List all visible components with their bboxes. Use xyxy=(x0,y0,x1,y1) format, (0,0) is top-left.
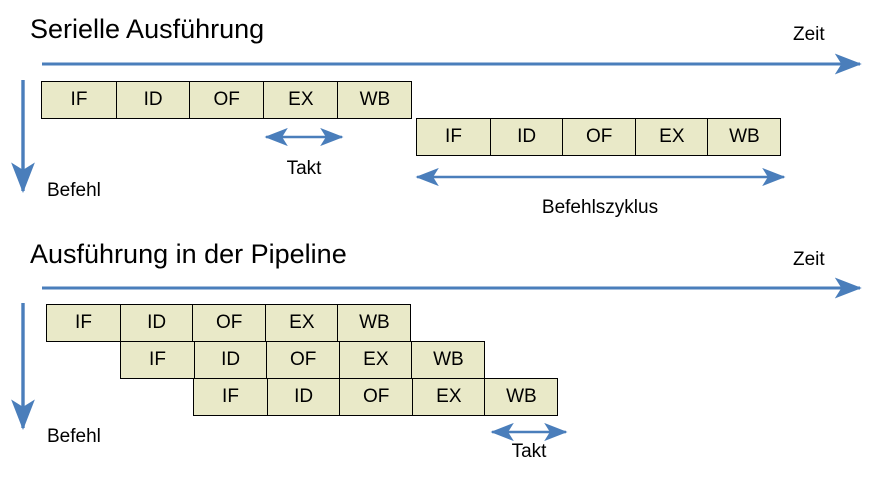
serial-takt-label: Takt xyxy=(286,158,322,179)
stage-cell[interactable]: ID xyxy=(266,378,341,416)
stage-cell[interactable]: WB xyxy=(337,304,412,342)
serial-instruction-row-1: IF ID OF EX WB xyxy=(41,81,413,119)
stage-cell[interactable]: OF xyxy=(339,378,414,416)
stage-cell[interactable]: OF xyxy=(266,341,341,379)
serial-befehlszyklus-label: Befehlszyklus xyxy=(541,197,659,218)
serial-time-axis-label: Zeit xyxy=(793,24,825,45)
stage-cell[interactable]: IF xyxy=(41,81,117,119)
stage-cell[interactable]: EX xyxy=(338,341,413,379)
serial-instruction-axis-label: Befehl xyxy=(47,180,101,201)
pipeline-instruction-row-3: IF ID OF EX WB xyxy=(193,378,559,416)
stage-cell[interactable]: IF xyxy=(120,341,195,379)
stage-cell[interactable]: EX xyxy=(634,118,709,156)
stage-cell[interactable]: ID xyxy=(119,304,194,342)
stage-cell[interactable]: OF xyxy=(562,118,637,156)
stage-cell[interactable]: ID xyxy=(115,81,191,119)
pipeline-instruction-axis-label: Befehl xyxy=(47,426,101,447)
stage-cell[interactable]: ID xyxy=(193,341,268,379)
stage-cell[interactable]: WB xyxy=(411,341,486,379)
stage-cell[interactable]: ID xyxy=(489,118,564,156)
stage-cell[interactable]: IF xyxy=(416,118,491,156)
stage-cell[interactable]: WB xyxy=(707,118,782,156)
stage-cell[interactable]: EX xyxy=(411,378,486,416)
stage-cell[interactable]: OF xyxy=(192,304,267,342)
stage-cell[interactable]: IF xyxy=(193,378,268,416)
pipeline-takt-label: Takt xyxy=(511,441,547,462)
stage-cell[interactable]: IF xyxy=(46,304,121,342)
pipeline-time-axis-label: Zeit xyxy=(793,249,825,270)
stage-cell[interactable]: EX xyxy=(262,81,339,119)
pipeline-instruction-row-2: IF ID OF EX WB xyxy=(120,341,486,379)
pipeline-instruction-row-1: IF ID OF EX WB xyxy=(46,304,412,342)
stage-cell[interactable]: WB xyxy=(484,378,559,416)
pipeline-section-title: Ausführung in der Pipeline xyxy=(30,239,347,269)
serial-instruction-row-2: IF ID OF EX WB xyxy=(416,118,782,156)
serial-section-title: Serielle Ausführung xyxy=(30,14,265,44)
stage-cell[interactable]: EX xyxy=(264,304,339,342)
stage-cell[interactable]: OF xyxy=(189,81,265,119)
stage-cell[interactable]: WB xyxy=(337,81,413,119)
